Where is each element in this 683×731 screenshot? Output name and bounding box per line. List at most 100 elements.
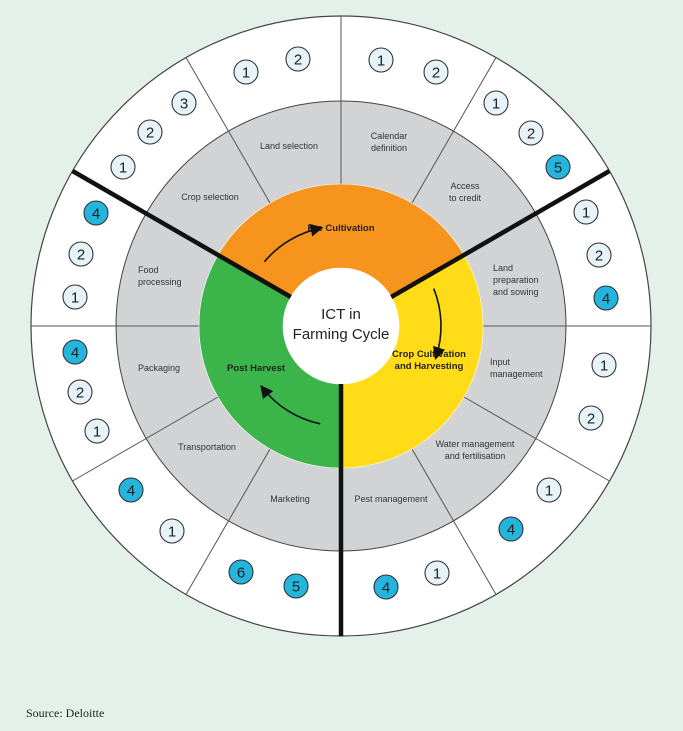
tool-badge-number: 2 — [432, 65, 440, 82]
activity-label-input-management: management — [490, 369, 543, 379]
tool-badge-number: 2 — [595, 248, 603, 265]
tool-badge-circle — [159, 518, 185, 544]
tool-badge-number: 1 — [582, 205, 590, 222]
cycle-arrow — [260, 385, 321, 425]
tool-badge-circle — [518, 120, 544, 146]
tool-badge-number: 2 — [146, 125, 154, 142]
cycle-arrow — [263, 223, 324, 263]
tool-badge-circle — [483, 90, 509, 116]
tool-badge-number: 1 — [492, 96, 500, 113]
tool-badge-circle — [84, 418, 110, 444]
activity-label-marketing: Marketing — [270, 494, 310, 504]
tool-badge-number: 4 — [507, 522, 515, 539]
tool-badge-circle — [110, 154, 136, 180]
tool-badge-circle — [285, 46, 311, 72]
tool-badge-circle — [593, 285, 619, 311]
tool-badge-number: 3 — [180, 96, 188, 113]
tool-badge-number: 2 — [527, 126, 535, 143]
tool-badge-circle — [373, 574, 399, 600]
tool-badge-circle — [137, 119, 163, 145]
tool-badge-number: 5 — [554, 160, 562, 177]
tool-badge-number: 1 — [545, 483, 553, 500]
tool-badge-number: 1 — [168, 524, 176, 541]
phase-label-3: Post Harvest — [227, 363, 286, 374]
tool-badge-circle — [591, 352, 617, 378]
tool-badge-number: 2 — [294, 52, 302, 69]
activity-label-land-preparation-and-sowing: and sowing — [493, 287, 539, 297]
activity-label-pest-management: Pest management — [354, 494, 428, 504]
tool-badge-number: 1 — [93, 424, 101, 441]
center-title-line2: Farming Cycle — [293, 326, 390, 343]
tool-badge-number: 2 — [77, 247, 85, 264]
activity-divider — [185, 448, 271, 595]
activity-label-land-preparation-and-sowing: preparation — [493, 275, 539, 285]
tool-badge-circle — [233, 59, 259, 85]
tool-badge-circle — [545, 154, 571, 180]
phase-divider-line — [71, 169, 292, 299]
tool-badge-number: 1 — [433, 566, 441, 583]
tool-badge-number: 1 — [242, 65, 250, 82]
activity-label-crop-selection: Crop selection — [181, 192, 239, 202]
center-circle — [283, 268, 399, 384]
tool-badge-number: 6 — [237, 565, 245, 582]
tool-badge-circle — [62, 284, 88, 310]
tool-badge-circle — [536, 477, 562, 503]
tool-badge-circle — [171, 90, 197, 116]
activity-divider — [411, 448, 497, 595]
tool-badge-circle — [62, 339, 88, 365]
activity-divider — [411, 57, 497, 204]
phase-label-2: Crop Cultivation — [392, 349, 466, 360]
tool-badge-circle — [586, 242, 612, 268]
tool-badge-number: 5 — [292, 579, 300, 596]
cycle-arrow — [432, 288, 446, 360]
tool-badge-circle — [83, 200, 109, 226]
activity-label-land-selection: Land selection — [260, 141, 318, 151]
tool-badge-number: 4 — [602, 291, 610, 308]
cycle-arrows — [260, 223, 446, 425]
activity-label-water-management-and-fertilisation: and fertilisation — [445, 451, 506, 461]
tool-badge-circle — [424, 560, 450, 586]
tool-badge-number: 4 — [127, 483, 135, 500]
tool-badge-number: 4 — [71, 345, 79, 362]
tool-badge-circle — [118, 477, 144, 503]
activity-label-access-to-credit: to credit — [449, 193, 482, 203]
center-title-line1: ICT in — [321, 306, 361, 323]
tool-badge-number: 2 — [76, 385, 84, 402]
activity-label-water-management-and-fertilisation: Water management — [436, 439, 515, 449]
activity-divider — [72, 396, 219, 482]
tool-badge-number: 1 — [119, 160, 127, 177]
activity-label-food-processing: Food — [138, 265, 159, 275]
activity-label-access-to-credit: Access — [450, 181, 480, 191]
tool-badge-circle — [423, 59, 449, 85]
phase-divider-line — [390, 169, 611, 299]
tool-badge-number: 1 — [600, 358, 608, 375]
tool-badge-circle — [228, 559, 254, 585]
tool-badge-number: 1 — [377, 53, 385, 70]
activity-label-packaging: Packaging — [138, 363, 180, 373]
tool-badge-circle — [68, 241, 94, 267]
activity-label-calendar-definition: definition — [371, 143, 407, 153]
tool-badge-circle — [67, 379, 93, 405]
activity-label-input-management: Input — [490, 357, 511, 367]
tool-badge-number: 4 — [92, 206, 100, 223]
tool-badge-number: 1 — [71, 290, 79, 307]
phase-label-2: and Harvesting — [395, 361, 464, 372]
tool-badge-circle — [368, 47, 394, 73]
activity-divider — [185, 57, 271, 204]
source-note: Source: Deloitte — [26, 706, 105, 720]
tool-badge-circle — [283, 573, 309, 599]
activity-label-land-preparation-and-sowing: Land — [493, 263, 513, 273]
activity-label-calendar-definition: Calendar — [371, 131, 408, 141]
tool-badge-number: 2 — [587, 411, 595, 428]
phase-label-1: Pre Cultivation — [307, 223, 374, 234]
activity-label-transportation: Transportation — [178, 442, 236, 452]
tool-badge-circle — [573, 199, 599, 225]
phase-dividers — [71, 169, 611, 636]
tool-badge-circle — [578, 405, 604, 431]
tool-badge-circle — [498, 516, 524, 542]
activity-divider — [463, 396, 610, 482]
